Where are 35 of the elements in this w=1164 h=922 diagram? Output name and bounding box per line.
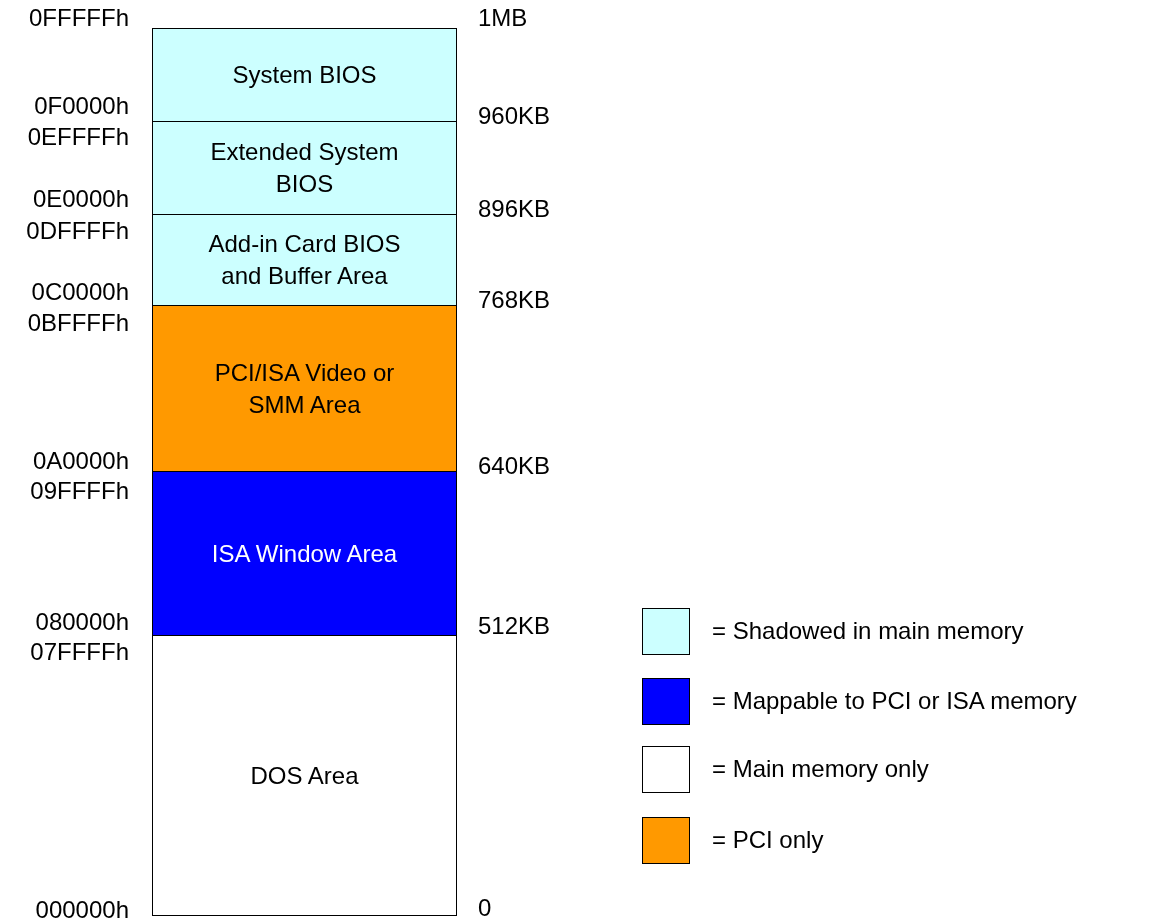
address-label: 0C0000h <box>31 279 129 305</box>
region-label: System BIOS <box>231 60 378 90</box>
size-label: 768KB <box>478 287 551 313</box>
size-label: 640KB <box>478 453 551 479</box>
legend-label: = Main memory only <box>712 755 929 783</box>
size-label: 512KB <box>478 613 551 639</box>
region-label: Extended System BIOS <box>209 137 400 199</box>
address-label: 0DFFFFh <box>26 218 129 244</box>
address-label: 0BFFFFh <box>27 310 129 336</box>
region-label: Add-in Card BIOS and Buffer Area <box>207 229 402 291</box>
address-label: 0F0000h <box>34 93 129 119</box>
address-label: 0EFFFFh <box>27 124 129 150</box>
region-label: DOS Area <box>249 760 360 791</box>
size-label: 896KB <box>478 196 551 222</box>
memory-region <box>152 28 457 122</box>
size-label: 960KB <box>478 103 551 129</box>
address-label: 09FFFFh <box>30 478 129 504</box>
size-label: 1MB <box>478 5 528 31</box>
legend-label: = PCI only <box>712 826 824 854</box>
region-label: ISA Window Area <box>210 538 399 569</box>
legend-label: = Mappable to PCI or ISA memory <box>712 687 1077 715</box>
address-label: 0A0000h <box>32 448 129 474</box>
memory-region <box>152 635 457 916</box>
memory-region <box>152 305 457 472</box>
address-label: 080000h <box>35 609 129 635</box>
memory-region <box>152 214 457 306</box>
size-label: 0 <box>478 895 492 921</box>
region-label: PCI/ISA Video or SMM Area <box>213 357 396 420</box>
memory-region <box>152 121 457 215</box>
address-label: 0FFFFFh <box>29 5 129 31</box>
memory-region <box>152 471 457 636</box>
address-label: 07FFFFh <box>30 639 129 665</box>
address-label: 000000h <box>35 897 129 922</box>
legend-label: = Shadowed in main memory <box>712 617 1024 645</box>
address-label: 0E0000h <box>32 186 129 212</box>
